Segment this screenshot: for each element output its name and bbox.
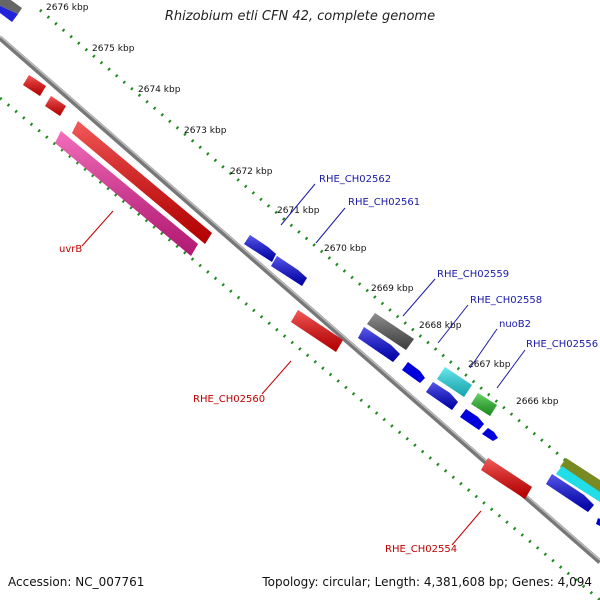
kbp-axis: 2676 kbp 2675 kbp 2674 kbp 2673 kbp 2672… <box>46 3 559 407</box>
gene-uvrB[interactable] <box>55 131 198 256</box>
kbp-tick-2669: 2669 kbp <box>371 284 414 294</box>
kbp-tick-2676: 2676 kbp <box>46 3 89 13</box>
gene-RHE_CH02554[interactable] <box>481 458 532 499</box>
gene-RHE_CH02558[interactable] <box>437 367 472 397</box>
gene-olive-edge[interactable] <box>556 458 600 502</box>
gene-RHE_CH02556[interactable] <box>482 428 498 441</box>
label-RHE_CH02559: RHE_CH02559 <box>437 269 509 280</box>
gene-fragment-grey-top[interactable] <box>0 0 22 22</box>
gene-blue-edge[interactable] <box>546 474 594 512</box>
gene-RHE_CH02561[interactable] <box>271 256 307 286</box>
label-RHE_CH02560: RHE_CH02560 <box>193 394 265 405</box>
accession-text: Accession: NC_007761 <box>8 575 145 589</box>
kbp-tick-2668: 2668 kbp <box>419 321 462 331</box>
label-RHE_CH02562: RHE_CH02562 <box>319 174 391 185</box>
outer-tick-row <box>39 8 600 492</box>
kbp-tick-2673: 2673 kbp <box>184 126 227 136</box>
kbp-tick-2670: 2670 kbp <box>324 244 367 254</box>
label-RHE_CH02558: RHE_CH02558 <box>470 295 542 306</box>
label-RHE_CH02554: RHE_CH02554 <box>385 544 457 555</box>
label-uvrB: uvrB <box>59 244 82 255</box>
label-RHE_CH02561: RHE_CH02561 <box>348 197 420 208</box>
gene-blue-corner[interactable] <box>596 518 600 526</box>
gene-RHE_CH02560[interactable] <box>291 310 343 352</box>
kbp-tick-2666: 2666 kbp <box>516 397 559 407</box>
gene-blue-below-02559[interactable] <box>358 327 400 362</box>
kbp-tick-2672: 2672 kbp <box>230 167 273 177</box>
map-title: Rhizobium etli CFN 42, complete genome <box>164 9 436 24</box>
gene-small-blue-2[interactable] <box>460 409 484 430</box>
genome-summary-text: Topology: circular; Length: 4,381,608 bp… <box>262 575 592 589</box>
gene-RHE_CH02559[interactable] <box>367 313 414 350</box>
gene-nuoB2[interactable] <box>471 393 497 416</box>
label-RHE_CH02556: RHE_CH02556 <box>526 339 598 350</box>
kbp-tick-2674: 2674 kbp <box>138 85 181 95</box>
kbp-tick-2675: 2675 kbp <box>92 44 135 54</box>
kbp-tick-2671: 2671 kbp <box>277 206 320 216</box>
kbp-tick-2667: 2667 kbp <box>468 360 511 370</box>
label-nuoB2: nuoB2 <box>499 319 531 330</box>
callout-lines <box>81 183 526 546</box>
inner-tick-row <box>0 96 600 600</box>
gene-red-small-1[interactable] <box>23 75 46 96</box>
gene-blue-under-02558[interactable] <box>426 382 458 410</box>
gene-red-long[interactable] <box>72 121 212 244</box>
gene-RHE_CH02562[interactable] <box>244 235 276 262</box>
gene-small-blue-1[interactable] <box>402 362 425 383</box>
gene-labels: RHE_CH02562 RHE_CH02561 RHE_CH02559 RHE_… <box>59 174 598 555</box>
gene-red-small-2[interactable] <box>45 96 66 116</box>
